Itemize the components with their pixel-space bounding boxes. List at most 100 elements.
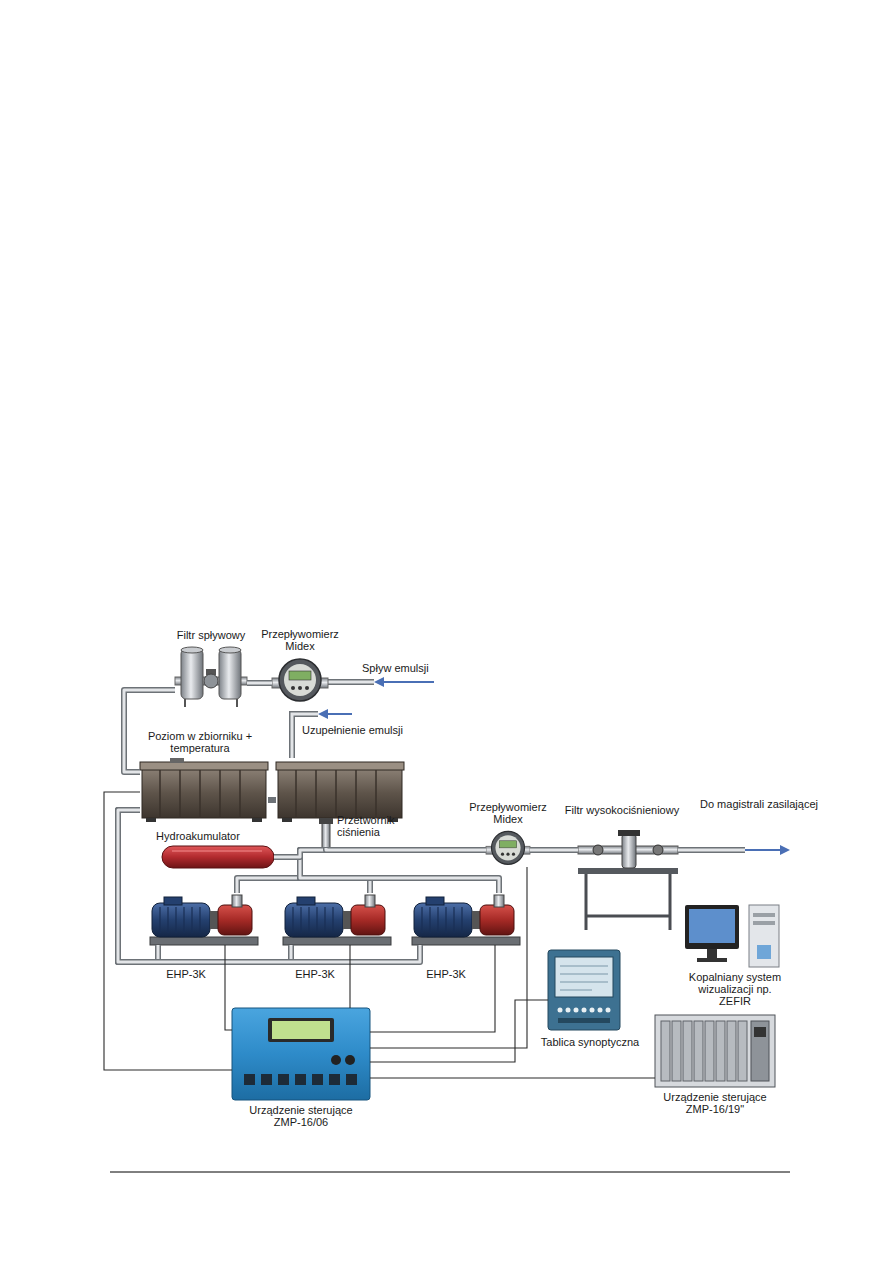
figure-part bbox=[218, 905, 252, 935]
flow-meter-figure bbox=[272, 659, 328, 701]
figure-part bbox=[305, 686, 309, 690]
figure-part bbox=[499, 841, 516, 848]
figure-part bbox=[268, 1018, 334, 1042]
figure-part bbox=[291, 686, 295, 690]
figure-part bbox=[181, 649, 203, 699]
figure-part bbox=[593, 845, 603, 855]
figure-part bbox=[284, 664, 316, 696]
figure-part bbox=[753, 913, 775, 917]
pressure-transducer-figure bbox=[319, 818, 333, 848]
figure-part bbox=[716, 1021, 725, 1081]
visualisation-computer: Kopalniany system wizualizacji np. ZEFIR bbox=[685, 905, 785, 967]
computer-figure bbox=[685, 905, 779, 967]
figure-part bbox=[480, 905, 514, 935]
figure-part bbox=[365, 895, 375, 907]
figure-part bbox=[292, 714, 318, 758]
figure-part bbox=[578, 868, 678, 874]
label-block: EHP-3K bbox=[275, 968, 355, 980]
pipe-core bbox=[118, 810, 291, 962]
figure-part bbox=[282, 818, 292, 822]
figure-part bbox=[160, 907, 200, 933]
figure-part bbox=[685, 905, 739, 949]
figure-part bbox=[751, 1021, 769, 1081]
signal-wire bbox=[370, 1000, 548, 1062]
flow-meter: Przepływomierz Midex bbox=[272, 656, 328, 704]
figure-part bbox=[506, 853, 509, 856]
pipe-outline bbox=[300, 850, 499, 893]
figure-part bbox=[140, 762, 268, 770]
figure-part bbox=[328, 681, 374, 684]
rack-controller-figure bbox=[655, 1015, 775, 1087]
pipe-core bbox=[118, 810, 158, 962]
signal-wire bbox=[370, 945, 495, 1032]
equipment-label: Tablica synoptyczna bbox=[525, 1036, 655, 1048]
figure-part bbox=[780, 845, 790, 855]
equipment-label: Urządzenie sterujące ZMP-16/06 bbox=[239, 1104, 363, 1128]
label-block: Poziom w zbiorniku + temperatura bbox=[144, 730, 256, 754]
figure-part bbox=[150, 937, 258, 945]
connector-group bbox=[104, 683, 655, 1078]
tank-figure bbox=[140, 758, 268, 822]
figure-part bbox=[252, 818, 262, 822]
flow-label: Do magistrali zasilającej bbox=[700, 798, 818, 810]
figure-part bbox=[738, 1021, 747, 1081]
flow-label: Uzupełnienie emulsji bbox=[302, 724, 403, 736]
figure-part bbox=[312, 1074, 323, 1085]
figure-part bbox=[655, 1015, 775, 1087]
figure-part bbox=[278, 768, 402, 818]
figure-part bbox=[548, 950, 620, 1030]
pipe-core bbox=[300, 850, 499, 893]
figure-part bbox=[574, 1008, 579, 1013]
figure-part bbox=[170, 758, 184, 763]
figure-part bbox=[164, 897, 182, 905]
figure-part bbox=[745, 849, 782, 851]
figure-part bbox=[705, 1021, 714, 1081]
tank-figure bbox=[276, 762, 404, 822]
figure-part bbox=[678, 849, 745, 852]
figure-part bbox=[268, 797, 276, 803]
pipe-outline bbox=[530, 847, 578, 853]
label-block: Przetwornik ciśnienia bbox=[337, 814, 409, 838]
figure-part bbox=[661, 1021, 670, 1081]
pipe-core bbox=[530, 849, 578, 852]
pump-figure bbox=[150, 895, 258, 945]
signal-line bbox=[370, 867, 527, 1048]
return-filter: Filtr spływowy bbox=[175, 645, 247, 707]
equipment-label: Kopalniany system wizualizacji np. ZEFIR bbox=[685, 971, 785, 1007]
figure-part bbox=[244, 1074, 255, 1085]
equipment-label: EHP-3K bbox=[146, 968, 226, 980]
figure-part bbox=[232, 895, 242, 907]
label-block: Filtr wysokociśnieniowy bbox=[547, 804, 697, 816]
figure-part bbox=[345, 1055, 355, 1065]
figure-part bbox=[319, 818, 333, 824]
figure-part bbox=[558, 1008, 563, 1013]
figure-part bbox=[351, 905, 385, 935]
figure-part bbox=[261, 1074, 272, 1085]
pump-unit: EHP-3K bbox=[283, 893, 391, 945]
figure-part bbox=[727, 1021, 736, 1081]
figure-part bbox=[678, 847, 745, 853]
flow-label: Spływ emulsji bbox=[362, 662, 429, 674]
figure-part bbox=[560, 966, 608, 990]
signal-line bbox=[225, 945, 232, 1030]
signal-line bbox=[370, 945, 495, 1032]
pressure-transducer: Przetwornik ciśnienia bbox=[321, 818, 331, 848]
equipment-label: EHP-3K bbox=[406, 968, 486, 980]
controller-figure bbox=[232, 1008, 370, 1100]
figure-part bbox=[697, 958, 727, 962]
figure-part bbox=[472, 911, 480, 929]
pipe-outline bbox=[118, 810, 291, 962]
figure-part bbox=[382, 681, 434, 683]
pump-figure bbox=[412, 895, 520, 945]
signal-wire bbox=[225, 945, 232, 1030]
return-filter-figure bbox=[175, 647, 247, 707]
pump-unit: EHP-3K bbox=[412, 893, 520, 945]
flow-meter-figure bbox=[486, 831, 530, 864]
emulsion-tank: Poziom w zbiorniku + temperatura bbox=[140, 758, 268, 822]
flow-arrow bbox=[745, 845, 790, 855]
figure-part bbox=[160, 770, 240, 818]
figure-part bbox=[283, 937, 391, 945]
emulsion-pipe bbox=[118, 810, 158, 962]
